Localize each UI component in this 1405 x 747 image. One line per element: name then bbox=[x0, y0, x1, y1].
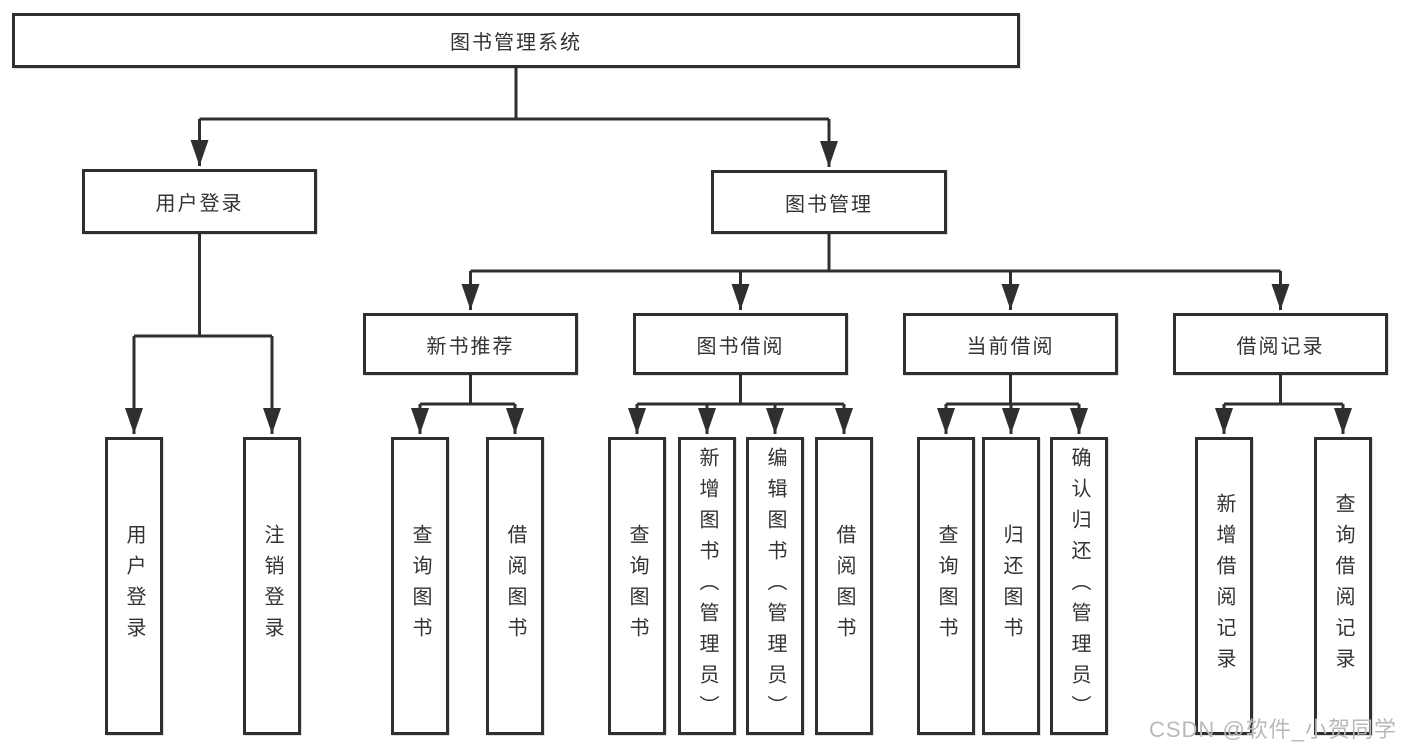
leaf-label: 查询图书 bbox=[409, 524, 431, 648]
leaf-label: 新增借阅记录 bbox=[1213, 493, 1235, 679]
leaf-query-books-newbook: 查询图书 bbox=[391, 437, 449, 735]
leaf-add-borrow-record: 新增借阅记录 bbox=[1195, 437, 1253, 735]
csdn-watermark: CSDN @软件_小贺同学 bbox=[1148, 717, 1397, 742]
node-book-borrowing: 图书借阅 bbox=[633, 313, 848, 375]
node-label: 借阅记录 bbox=[1236, 335, 1325, 358]
leaf-label: 归还图书 bbox=[1000, 524, 1022, 648]
node-borrowing-records: 借阅记录 bbox=[1173, 313, 1388, 375]
leaf-label: 用户登录 bbox=[123, 524, 145, 648]
leaf-query-borrow-record: 查询借阅记录 bbox=[1314, 437, 1372, 735]
leaf-label: 新增图书（管理员） bbox=[696, 446, 718, 726]
leaf-label: 确认归还（管理员） bbox=[1068, 446, 1090, 726]
leaf-user-login: 用户登录 bbox=[105, 437, 163, 735]
leaf-borrow-books: 借阅图书 bbox=[815, 437, 873, 735]
leaf-label: 查询图书 bbox=[935, 524, 957, 648]
leaf-label: 查询图书 bbox=[626, 524, 648, 648]
node-label: 当前借阅 bbox=[966, 335, 1055, 358]
node-book-management: 图书管理 bbox=[711, 170, 947, 234]
leaf-label: 查询借阅记录 bbox=[1332, 493, 1354, 679]
leaf-edit-books-admin: 编辑图书（管理员） bbox=[746, 437, 804, 735]
node-label: 用户登录 bbox=[155, 193, 244, 215]
leaf-return-books: 归还图书 bbox=[982, 437, 1040, 735]
node-label: 图书借阅 bbox=[696, 335, 785, 358]
node-label: 图书管理 bbox=[785, 193, 873, 216]
leaf-borrow-books-newbook: 借阅图书 bbox=[486, 437, 544, 735]
leaf-label: 编辑图书（管理员） bbox=[764, 446, 786, 726]
leaf-label: 借阅图书 bbox=[833, 524, 855, 648]
leaf-query-books-borrow: 查询图书 bbox=[608, 437, 666, 735]
node-new-book-recommendation: 新书推荐 bbox=[363, 313, 578, 375]
leaf-label: 注销登录 bbox=[261, 524, 283, 648]
node-label: 图书管理系统 bbox=[450, 32, 582, 54]
leaf-confirm-return-admin: 确认归还（管理员） bbox=[1050, 437, 1108, 735]
leaf-logout: 注销登录 bbox=[243, 437, 301, 735]
leaf-add-books-admin: 新增图书（管理员） bbox=[678, 437, 736, 735]
node-label: 新书推荐 bbox=[426, 335, 515, 358]
node-current-borrowing: 当前借阅 bbox=[903, 313, 1118, 375]
leaf-label: 借阅图书 bbox=[504, 524, 526, 648]
node-user-login: 用户登录 bbox=[82, 169, 317, 234]
node-root-library-system: 图书管理系统 bbox=[12, 13, 1020, 68]
leaf-query-books-current: 查询图书 bbox=[917, 437, 975, 735]
